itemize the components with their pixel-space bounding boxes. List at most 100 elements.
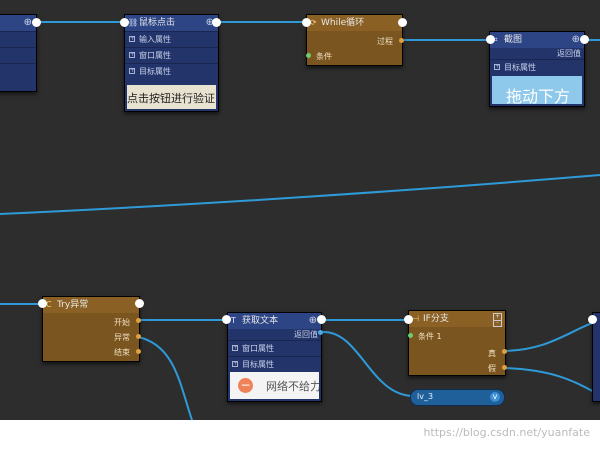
condition-input-label: 条件 <box>316 52 332 61</box>
input-pin[interactable] <box>222 315 231 324</box>
screenshot-node-header[interactable]: ⌗ 截图 ⊕ <box>490 32 584 48</box>
property-row[interactable]: +窗口属性 <box>228 340 321 356</box>
screenshot-preview: 拖动下方 <box>492 76 582 104</box>
target-preview: 点击按钮进行验证 <box>127 85 216 109</box>
input-pin[interactable] <box>588 315 597 324</box>
expand-icon[interactable]: + <box>232 344 239 351</box>
minus-circle-icon: − <box>238 378 253 393</box>
wire-if-false-out <box>503 367 600 396</box>
flow-canvas[interactable]: ⊕ ⛓ 鼠标点击 ⊕ +输入属性 +窗口属性 +目标属性 点击按钮进行验证 ⟳ … <box>0 0 600 420</box>
screenshot-title: 截图 <box>504 35 523 45</box>
get-text-preview: − 网络不给力 <box>230 372 319 399</box>
variable-pill[interactable]: lv_3 v <box>410 389 505 406</box>
return-value-label: 返回值 <box>294 330 318 339</box>
false-output-label: 假 <box>488 364 496 373</box>
crosshair-icon[interactable]: ⊕ <box>23 17 32 28</box>
screenshot-node[interactable]: ⌗ 截图 ⊕ 返回值 +目标属性 拖动下方 <box>489 31 585 107</box>
wire-layer <box>0 21 600 420</box>
partial-node-right[interactable] <box>592 312 600 402</box>
crosshair-icon[interactable]: ⊕ <box>308 315 317 326</box>
property-row[interactable]: +窗口属性 <box>125 47 218 63</box>
wire-if-true-out <box>503 319 600 352</box>
mouse-click-node[interactable]: ⛓ 鼠标点击 ⊕ +输入属性 +窗口属性 +目标属性 点击按钮进行验证 <box>124 14 219 112</box>
output-pin[interactable] <box>212 18 221 27</box>
input-pin[interactable] <box>486 35 495 44</box>
output-pin[interactable] <box>135 299 144 308</box>
remove-condition-icon[interactable]: - <box>493 320 502 327</box>
try-icon: C <box>46 300 52 309</box>
start-output-pin[interactable] <box>136 318 141 323</box>
process-output-label: 过程 <box>377 37 393 46</box>
try-except-node-header[interactable]: C Try异常 <box>43 297 139 313</box>
end-output-pin[interactable] <box>136 349 141 354</box>
preview-text: 拖动下方 <box>506 87 571 104</box>
property-label: 目标属性 <box>139 67 171 76</box>
property-row[interactable]: +目标属性 <box>125 63 218 79</box>
text-icon: T <box>231 316 236 325</box>
expand-icon[interactable]: + <box>129 51 136 58</box>
property-row[interactable]: +输入属性 <box>125 31 218 47</box>
true-output-pin[interactable] <box>502 349 507 354</box>
output-pin[interactable] <box>580 35 589 44</box>
partial-node-row <box>0 63 36 79</box>
try-except-title: Try异常 <box>57 300 89 310</box>
loop-icon: ⟳ <box>310 18 317 27</box>
condition-input-label: 条件 1 <box>418 332 442 341</box>
preview-text: 点击按钮进行验证 <box>127 92 215 105</box>
condition-input-pin[interactable] <box>408 333 413 338</box>
get-text-node-header[interactable]: T 获取文本 ⊕ <box>228 313 321 329</box>
get-text-title: 获取文本 <box>242 316 279 326</box>
output-pin[interactable] <box>32 18 41 27</box>
property-label: 目标属性 <box>242 360 274 369</box>
output-pin[interactable] <box>317 315 326 324</box>
expand-icon[interactable]: + <box>129 35 136 42</box>
mouse-click-icon: ⛓ <box>128 18 139 27</box>
get-text-node[interactable]: T 获取文本 ⊕ 返回值 +窗口属性 +目标属性 − 网络不给力 <box>227 312 322 402</box>
partial-node-row <box>0 47 36 63</box>
input-pin[interactable] <box>38 299 47 308</box>
if-branch-title: IF分支 <box>423 314 449 324</box>
expand-icon[interactable]: + <box>494 63 501 70</box>
while-loop-node[interactable]: ⟳ While循环 过程 条件 <box>306 14 403 66</box>
condition-input-pin[interactable] <box>306 53 311 58</box>
property-row[interactable]: +目标属性 <box>490 59 584 75</box>
if-branch-node-header[interactable]: ⊣ IF分支 + - <box>409 311 505 327</box>
process-output-pin[interactable] <box>399 38 404 43</box>
input-pin[interactable] <box>120 18 129 27</box>
exception-output-pin[interactable] <box>136 334 141 339</box>
output-pin[interactable] <box>398 18 407 27</box>
dropdown-icon[interactable]: v <box>490 392 500 402</box>
input-pin[interactable] <box>404 315 413 324</box>
try-except-node[interactable]: C Try异常 开始 异常 结束 <box>42 296 140 362</box>
partial-node-header[interactable]: ⊕ <box>0 15 36 31</box>
preview-text: 网络不给力 <box>266 380 319 393</box>
exception-output-label: 异常 <box>114 333 130 342</box>
while-loop-title: While循环 <box>321 18 365 28</box>
mouse-click-node-header[interactable]: ⛓ 鼠标点击 ⊕ <box>125 15 218 31</box>
wire-try-exception-down <box>137 336 193 420</box>
property-label: 输入属性 <box>139 35 171 44</box>
while-loop-node-header[interactable]: ⟳ While循环 <box>307 15 402 31</box>
expand-icon[interactable]: + <box>129 67 136 74</box>
expand-icon[interactable]: + <box>232 360 239 367</box>
return-value-pin[interactable] <box>318 330 323 335</box>
crosshair-icon[interactable]: ⊕ <box>205 17 214 28</box>
return-value-label: 返回值 <box>557 49 581 58</box>
variable-label: lv_3 <box>417 392 434 401</box>
true-output-label: 真 <box>488 349 496 358</box>
wire-long-diagonal <box>0 174 600 215</box>
property-row[interactable]: +目标属性 <box>228 356 321 372</box>
branch-icon: ⊣ <box>412 314 419 323</box>
partial-node-row <box>0 31 36 47</box>
if-branch-node[interactable]: ⊣ IF分支 + - 条件 1 真 假 <box>408 310 506 376</box>
property-label: 目标属性 <box>504 63 536 72</box>
crop-icon: ⌗ <box>493 35 498 44</box>
wire-get-text-return-to-variable <box>321 330 415 397</box>
end-output-label: 结束 <box>114 348 130 357</box>
watermark: https://blog.csdn.net/yuanfate <box>423 426 590 439</box>
false-output-pin[interactable] <box>502 365 507 370</box>
partial-node[interactable]: ⊕ <box>0 14 37 92</box>
mouse-click-title: 鼠标点击 <box>139 18 176 28</box>
crosshair-icon[interactable]: ⊕ <box>571 34 580 45</box>
input-pin[interactable] <box>302 18 311 27</box>
